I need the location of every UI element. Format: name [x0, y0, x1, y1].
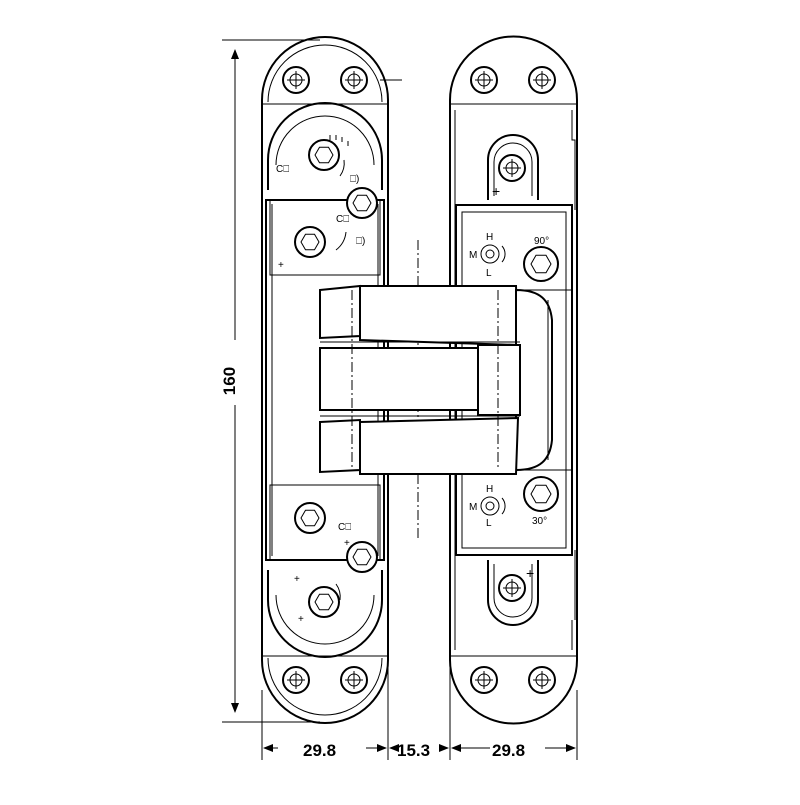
label-angle-top: 90° — [534, 236, 549, 247]
gap-width-label: 15.3 — [397, 741, 430, 760]
svg-text:+: + — [344, 538, 350, 549]
svg-text:C⎕: C⎕ — [338, 522, 351, 533]
svg-text:⎕): ⎕) — [356, 236, 365, 247]
label-l-bottom: L — [486, 518, 492, 529]
left-bottom-screw-2 — [340, 666, 368, 694]
right-top-screw-1 — [470, 66, 498, 94]
dimension-height: 160 — [220, 39, 320, 723]
left-lower-hex-bolt — [294, 502, 326, 534]
left-top-cam-bolt — [346, 187, 378, 219]
svg-text:C⎕: C⎕ — [276, 164, 289, 175]
height-dimension-label: 160 — [220, 367, 239, 395]
right-bottom-tongue-screw — [498, 574, 526, 602]
left-top-screw-2 — [340, 66, 368, 94]
hinge-arms — [319, 284, 553, 475]
label-h-top: H — [486, 232, 493, 243]
left-top-screw-1 — [282, 66, 310, 94]
dimension-widths: 29.8 15.3 29.8 — [261, 420, 578, 760]
svg-text:+: + — [294, 574, 300, 585]
label-m-top: M — [469, 250, 477, 261]
left-bottom-screw-1 — [282, 666, 310, 694]
svg-text:+: + — [492, 183, 500, 199]
right-top-adjust-bolt — [523, 246, 559, 282]
label-m-bottom: M — [469, 502, 477, 513]
right-top-screw-2 — [528, 66, 556, 94]
left-top-hex-bolt — [308, 139, 340, 171]
right-bottom-screw-2 — [528, 666, 556, 694]
svg-text:+: + — [526, 565, 534, 581]
svg-text:+: + — [278, 260, 284, 271]
svg-text:C⎕: C⎕ — [336, 214, 349, 225]
right-bottom-screw-1 — [470, 666, 498, 694]
label-angle-bottom: 30° — [532, 516, 547, 527]
label-l-top: L — [486, 268, 492, 279]
left-bottom-cam-bolt — [346, 541, 378, 573]
left-plate-width-label: 29.8 — [303, 741, 336, 760]
label-h-bottom: H — [486, 484, 493, 495]
svg-text:+: + — [298, 614, 304, 625]
right-top-tongue-screw — [498, 154, 526, 182]
svg-text:⎕): ⎕) — [350, 174, 359, 185]
right-plate-width-label: 29.8 — [492, 741, 525, 760]
left-upper-hex-bolt — [294, 226, 326, 258]
right-bottom-adjust-bolt — [523, 476, 559, 512]
left-bottom-hex-bolt — [308, 586, 340, 618]
